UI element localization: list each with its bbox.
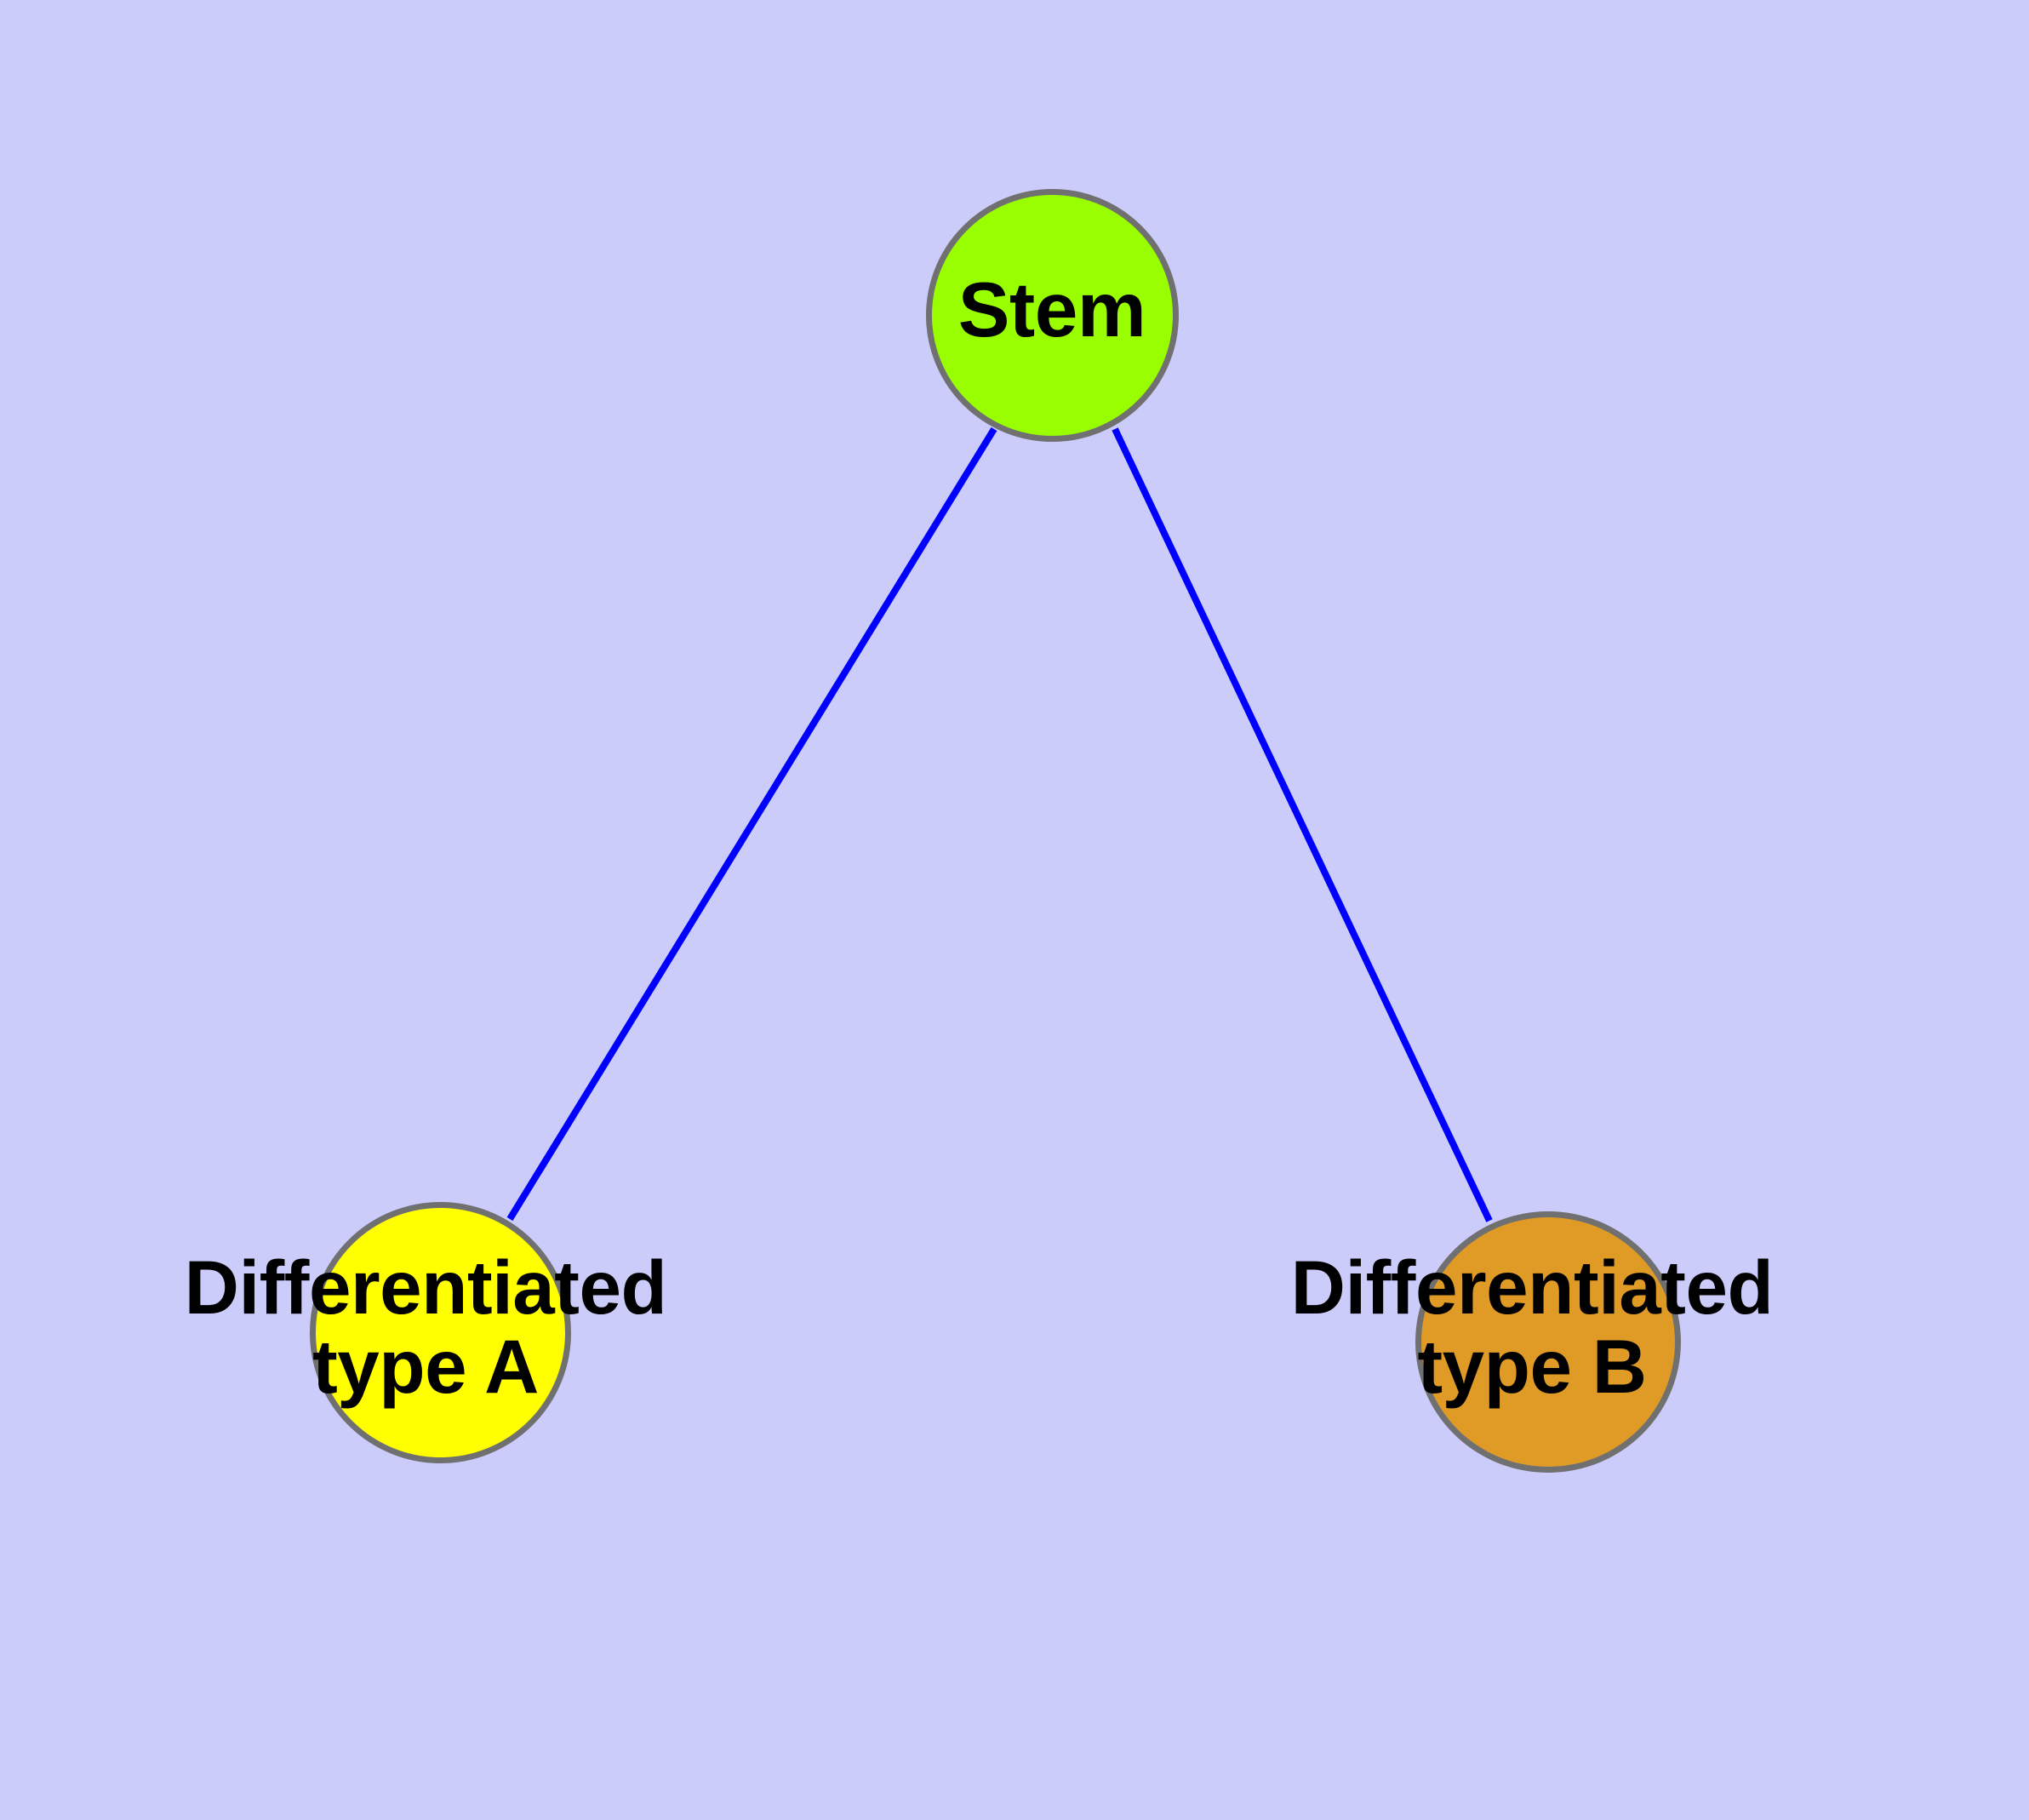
node-differentiated-type-b[interactable] <box>1415 1211 1681 1473</box>
node-differentiated-type-a[interactable] <box>310 1202 571 1463</box>
edge-stem-to-diff-a <box>506 426 997 1222</box>
node-label-stem: Stem <box>957 267 1146 353</box>
edge-stem-to-diff-b <box>1112 427 1493 1222</box>
node-label-differentiated-type-a: Differentiated type A <box>184 1245 667 1409</box>
node-stem[interactable] <box>926 189 1179 442</box>
node-label-differentiated-type-b: Differentiated type B <box>1290 1245 1774 1409</box>
